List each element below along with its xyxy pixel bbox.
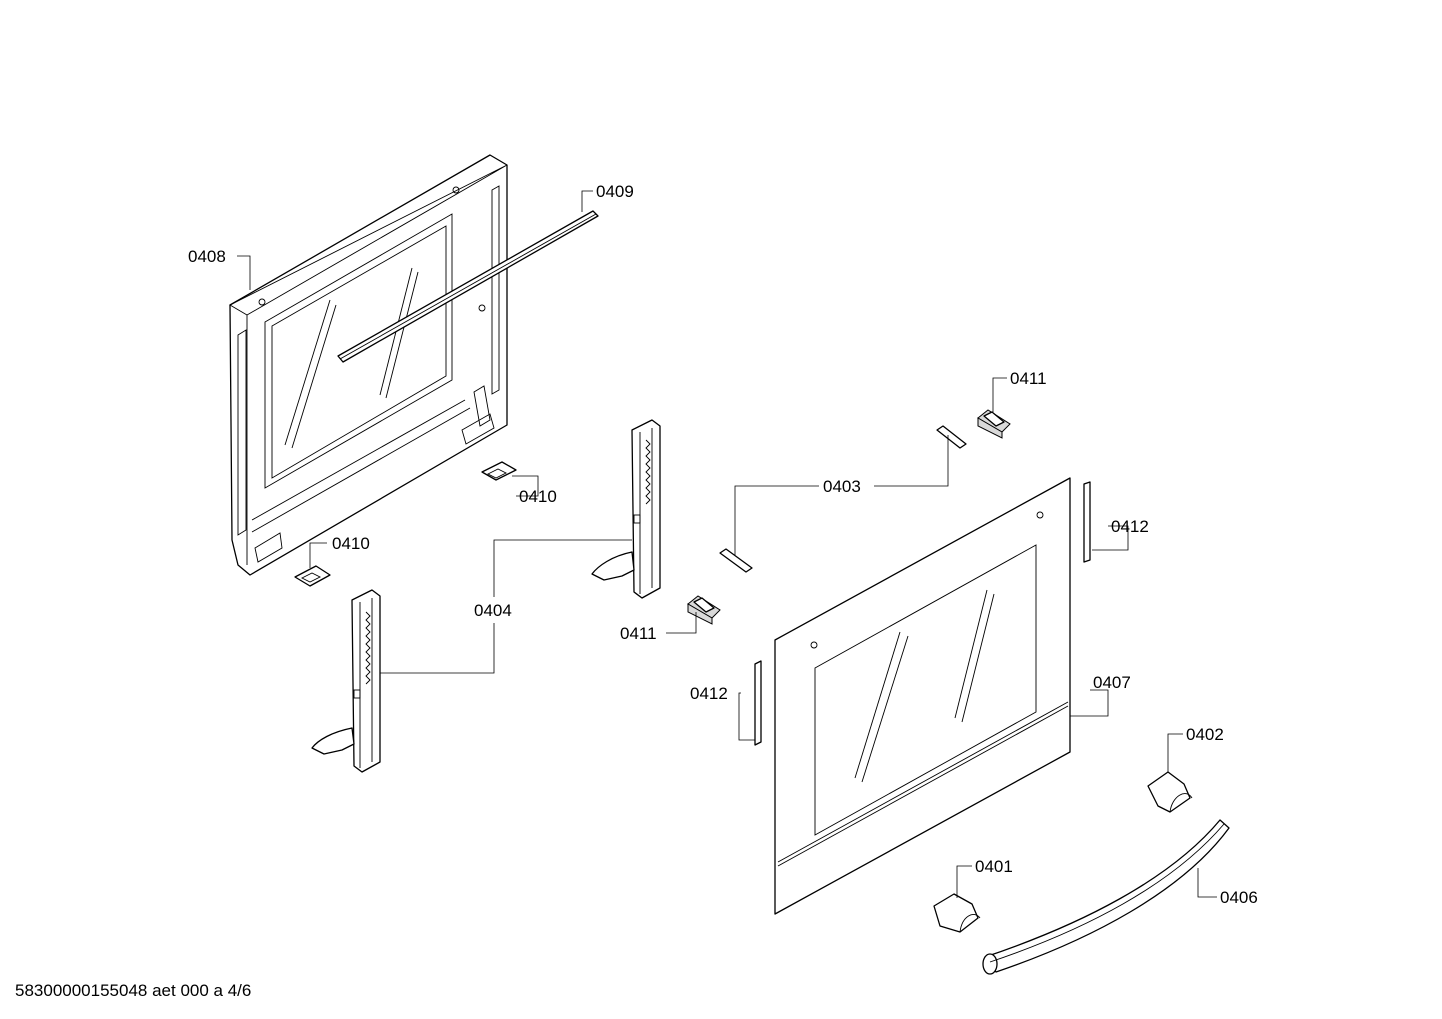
callout-0412-left: 0412 xyxy=(690,684,728,703)
hinge-block-part-upper xyxy=(977,409,1011,439)
callout-0411-lower: 0411 xyxy=(620,624,657,643)
hinge-block-part-lower xyxy=(687,595,721,625)
callout-0411-upper: 0411 xyxy=(1010,369,1047,388)
callout-0401: 0401 xyxy=(975,857,1013,876)
leader-lines xyxy=(237,190,1217,898)
side-strip-part-left xyxy=(754,660,762,746)
door-handle-part xyxy=(982,819,1230,975)
door-rod-part xyxy=(337,210,599,363)
hinge-part-left xyxy=(311,589,381,773)
callout-0412-right: 0412 xyxy=(1111,517,1149,536)
callout-0409: 0409 xyxy=(596,182,634,201)
handle-end-cap-part-left xyxy=(933,893,981,933)
handle-end-cap-part-right xyxy=(1147,771,1193,813)
pin-part-upper xyxy=(936,425,967,449)
callout-0410-lower: 0410 xyxy=(332,534,370,553)
callout-0404: 0404 xyxy=(474,601,512,620)
clip-part-lower xyxy=(294,565,331,587)
callout-0408: 0408 xyxy=(188,247,226,266)
side-strip-part-right xyxy=(1083,481,1091,563)
clip-part-upper xyxy=(481,461,517,481)
callout-0410-upper: 0410 xyxy=(519,487,557,506)
outer-door-part xyxy=(774,477,1071,915)
callout-0403: 0403 xyxy=(823,477,861,496)
document-reference-footer: 58300000155048 aet 000 a 4/6 xyxy=(15,981,252,1000)
inner-door-frame-part xyxy=(229,154,508,576)
callout-0402: 0402 xyxy=(1186,725,1224,744)
callout-0406: 0406 xyxy=(1220,888,1258,907)
callout-0407: 0407 xyxy=(1093,673,1131,692)
hinge-part-right xyxy=(591,419,661,599)
pin-part-lower xyxy=(719,548,753,573)
